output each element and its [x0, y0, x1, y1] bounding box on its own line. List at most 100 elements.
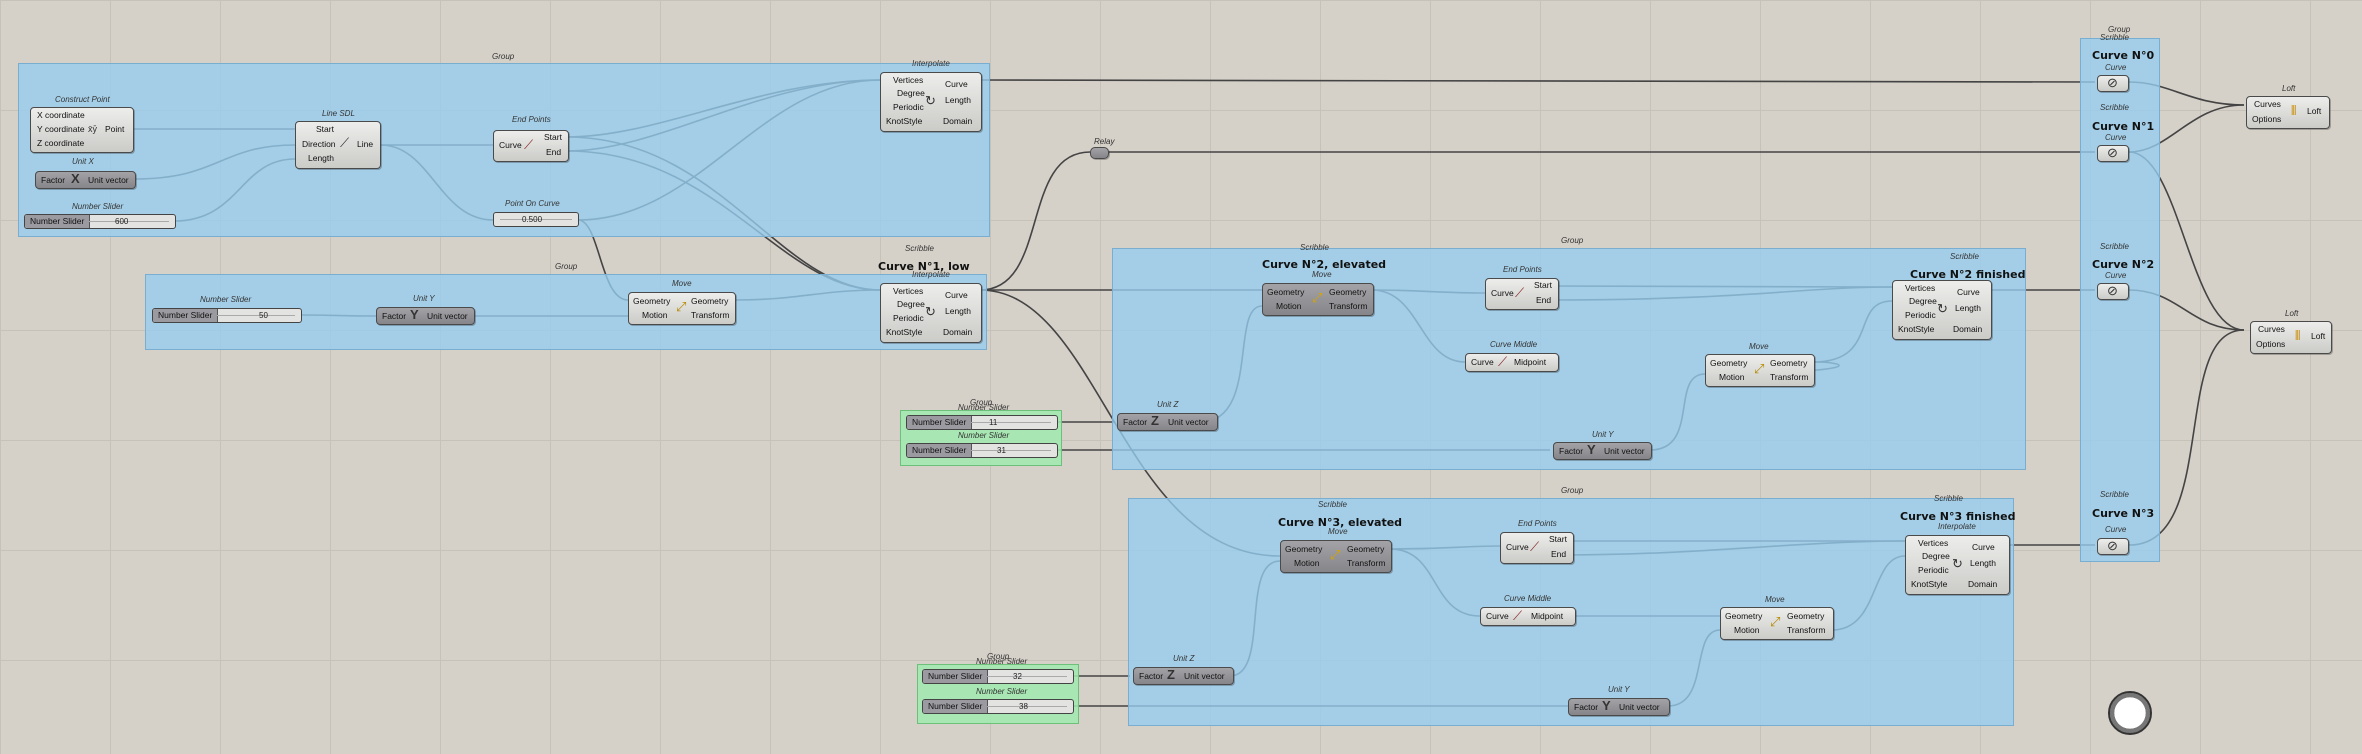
point-output: Point: [105, 124, 125, 134]
curve-output: Curve: [1972, 542, 1995, 552]
slider-track: [971, 422, 1051, 423]
interpolate-component[interactable]: Vertices Degree Periodic KnotStyle ↻ Cur…: [880, 72, 982, 132]
curve-param-icon: ⊘: [2107, 538, 2118, 553]
number-slider-11[interactable]: Number Slider 11: [906, 415, 1058, 430]
slider-value[interactable]: 38: [1019, 702, 1028, 711]
unit-vector-output: Unit vector: [88, 175, 129, 185]
unit-y-icon: Y: [1602, 698, 1611, 713]
move-component[interactable]: Geometry Motion ⤢ Geometry Transform: [1705, 354, 1815, 387]
factor-input: Factor: [1559, 446, 1584, 456]
number-slider-38[interactable]: Number Slider 38: [922, 699, 1074, 714]
slider-value[interactable]: 600: [115, 217, 129, 226]
curve-middle-icon: ⟋: [1498, 354, 1508, 369]
move-component[interactable]: Geometry Motion ⤢ Geometry Transform: [1720, 607, 1834, 640]
number-slider-600[interactable]: Number Slider 600: [24, 214, 176, 229]
unit-z-component[interactable]: Factor Z Unit vector: [1133, 667, 1234, 685]
scribble-label: Scribble: [2100, 490, 2129, 499]
periodic-input: Periodic: [893, 313, 924, 323]
slider-value[interactable]: 11: [989, 418, 998, 427]
options-input: Options: [2252, 114, 2282, 124]
point-on-curve-title: Point On Curve: [505, 199, 560, 208]
start-output: Start: [1534, 280, 1552, 290]
unit-x-component[interactable]: Factor X Unit vector: [35, 171, 136, 189]
domain-output: Domain: [943, 327, 973, 337]
z-coordinate-input: Z coordinate: [37, 138, 85, 148]
curve-middle-component[interactable]: Curve ⟋ Midpoint: [1480, 607, 1576, 626]
interpolate-title: Interpolate: [1938, 522, 1976, 531]
end-output: End: [1536, 295, 1552, 305]
loft-component-2[interactable]: Curves Options ⫴ Loft: [2250, 321, 2332, 354]
curve-param-2[interactable]: ⊘: [2097, 283, 2129, 300]
unit-z-component[interactable]: Factor Z Unit vector: [1117, 413, 1218, 431]
unit-y-title: Unit Y: [413, 294, 435, 303]
scribble-label: Scribble: [1950, 252, 1979, 261]
curve-param-icon: ⊘: [2107, 145, 2118, 160]
interpolate-component[interactable]: Vertices Degree Periodic KnotStyle ↻ Cur…: [1892, 280, 1992, 340]
line-sdl-component[interactable]: Start Direction Length ⟋ Line: [295, 121, 381, 169]
scribble-title: Curve N°2 finished: [1910, 268, 2026, 281]
number-slider-50[interactable]: Number Slider 50: [152, 308, 302, 323]
move-icon: ⤢: [1770, 614, 1781, 629]
interpolate-component[interactable]: Vertices Degree Periodic KnotStyle ↻ Cur…: [1905, 535, 2010, 595]
construct-point-title: Construct Point: [55, 95, 110, 104]
degree-input: Degree: [897, 88, 925, 98]
end-points-component[interactable]: Curve ⟋ Start End: [1485, 278, 1559, 310]
slider-value[interactable]: 31: [997, 446, 1006, 455]
slider-track: [971, 450, 1051, 451]
slider-title: Number Slider: [976, 687, 1028, 696]
move-component[interactable]: Geometry Motion ⤢ Geometry Transform: [1280, 540, 1392, 573]
number-slider-32[interactable]: Number Slider 32: [922, 669, 1074, 684]
curve-middle-component[interactable]: Curve ⟋ Midpoint: [1465, 353, 1559, 372]
move-component[interactable]: Geometry Motion ⤢ Geometry Transform: [628, 292, 736, 325]
slider-value[interactable]: 32: [1013, 672, 1022, 681]
end-points-component[interactable]: Curve ⟋ Start End: [493, 130, 569, 162]
move-icon: ⤢: [1330, 547, 1341, 562]
geometry-input: Geometry: [1285, 544, 1323, 554]
curve-output: Curve: [1957, 287, 1980, 297]
unit-y-component[interactable]: Factor Y Unit vector: [376, 307, 475, 325]
slider-value[interactable]: 50: [259, 311, 268, 320]
curve-param-3[interactable]: ⊘: [2097, 538, 2129, 555]
vertices-input: Vertices: [893, 286, 924, 296]
interpolate-component[interactable]: Vertices Degree Periodic KnotStyle ↻ Cur…: [880, 283, 982, 343]
transform-output: Transform: [1329, 301, 1368, 311]
curve-param-1[interactable]: ⊘: [2097, 145, 2129, 162]
scribble-label: Scribble: [1934, 494, 1963, 503]
unit-y-component[interactable]: Factor Y Unit vector: [1568, 698, 1670, 716]
curve-param-0[interactable]: ⊘: [2097, 75, 2129, 92]
unit-z-icon: Z: [1151, 413, 1159, 428]
construct-point-component[interactable]: X coordinate Y coordinate Z coordinate x…: [30, 107, 134, 153]
move-title: Move: [1312, 270, 1332, 279]
domain-output: Domain: [943, 116, 973, 126]
relay-component[interactable]: [1090, 147, 1109, 159]
unit-vector-output: Unit vector: [1168, 417, 1209, 427]
geometry-input: Geometry: [1710, 358, 1748, 368]
unit-vector-output: Unit vector: [1604, 446, 1645, 456]
curve-param-title: Curve: [2105, 271, 2127, 280]
factor-input: Factor: [1123, 417, 1148, 427]
unit-vector-output: Unit vector: [1184, 671, 1225, 681]
line-icon: ⟋: [340, 135, 350, 150]
point-on-curve-component[interactable]: 0.500: [493, 212, 579, 227]
slider-label: Number Slider: [907, 416, 973, 429]
group-label: Group: [1561, 236, 1584, 245]
move-component[interactable]: Geometry Motion ⤢ Geometry Transform: [1262, 283, 1374, 316]
end-output: End: [1551, 549, 1567, 559]
number-slider-31[interactable]: Number Slider 31: [906, 443, 1058, 458]
end-points-component[interactable]: Curve ⟋ Start End: [1500, 532, 1574, 564]
scribble-label: Scribble: [1300, 243, 1329, 252]
unit-vector-output: Unit vector: [427, 311, 468, 321]
slider-title: Number Slider: [958, 403, 1010, 412]
unit-y-component[interactable]: Factor Y Unit vector: [1553, 442, 1652, 460]
start-output: Start: [1549, 534, 1567, 544]
move-title: Move: [1749, 342, 1769, 351]
loft-component-1[interactable]: Curves Options ⫴ Loft: [2246, 96, 2330, 129]
slider-title: Number Slider: [72, 202, 124, 211]
curve-param-title: Curve: [2105, 63, 2127, 72]
curve-param-icon: ⊘: [2107, 283, 2118, 298]
param-value[interactable]: 0.500: [522, 215, 543, 224]
canvas-compass-icon[interactable]: [2108, 691, 2152, 735]
curve-output: Curve: [945, 290, 968, 300]
slider-title: Number Slider: [976, 657, 1028, 666]
scribble-title: Curve N°3: [2092, 507, 2155, 520]
